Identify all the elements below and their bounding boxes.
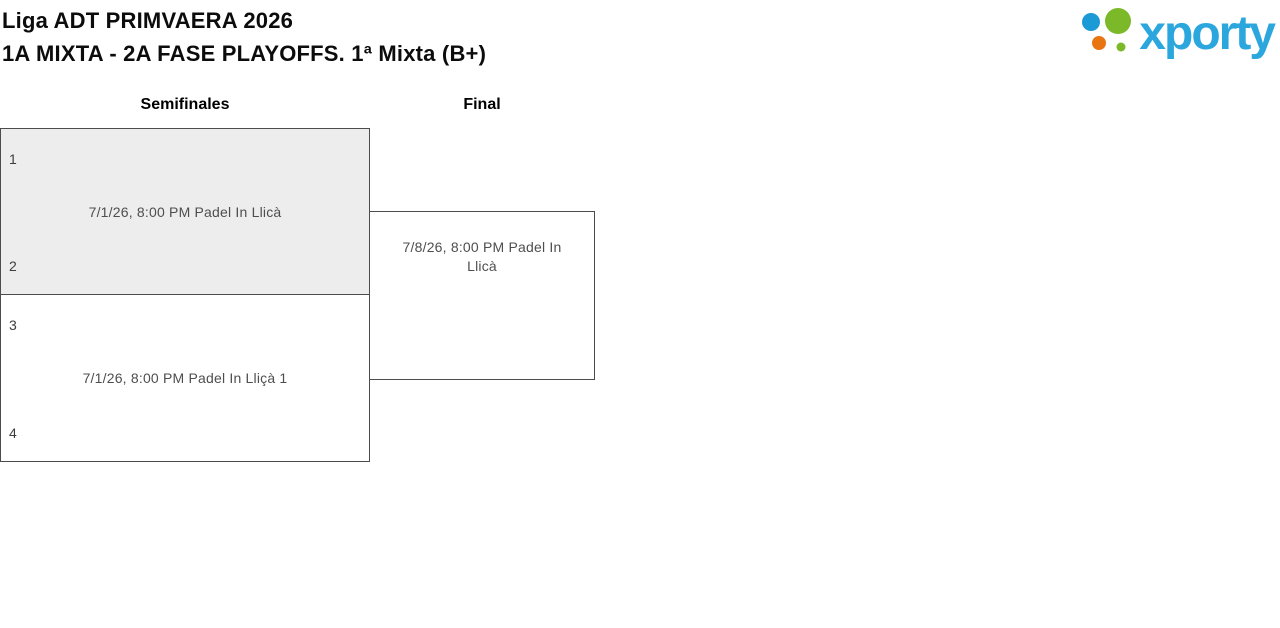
- logo-wordmark: xporty: [1139, 7, 1276, 60]
- tournament-title: Liga ADT PRIMVAERA 2026: [2, 8, 294, 33]
- match-box-final[interactable]: 7/8/26, 8:00 PM Padel In Llicà: [369, 211, 595, 380]
- xporty-logo[interactable]: xporty: [1079, 4, 1276, 64]
- round-header-semifinals: Semifinales: [140, 96, 230, 113]
- seed-label-1: 1: [9, 151, 17, 167]
- page-header: Liga ADT PRIMVAERA 2026 1A MIXTA - 2A FA…: [2, 4, 486, 70]
- logo-dots-icon: [1082, 8, 1132, 52]
- match-info-final: 7/8/26, 8:00 PM Padel In Llicà: [402, 239, 562, 274]
- seed-label-3: 3: [9, 317, 17, 333]
- seed-label-2: 2: [9, 258, 17, 274]
- match-box-semifinal-2[interactable]: 3 7/1/26, 8:00 PM Padel In Lliçà 1 4: [0, 294, 370, 462]
- match-info-semifinal-1: 7/1/26, 8:00 PM Padel In Llicà: [88, 203, 282, 220]
- match-info-semifinal-2: 7/1/26, 8:00 PM Padel In Lliçà 1: [82, 370, 288, 386]
- category-subtitle: 1A MIXTA - 2A FASE PLAYOFFS. 1ª Mixta (B…: [2, 41, 487, 66]
- round-header-final: Final: [463, 96, 501, 113]
- match-box-semifinal-1[interactable]: 1 7/1/26, 8:00 PM Padel In Llicà 2: [0, 128, 370, 295]
- seed-label-4: 4: [9, 425, 17, 441]
